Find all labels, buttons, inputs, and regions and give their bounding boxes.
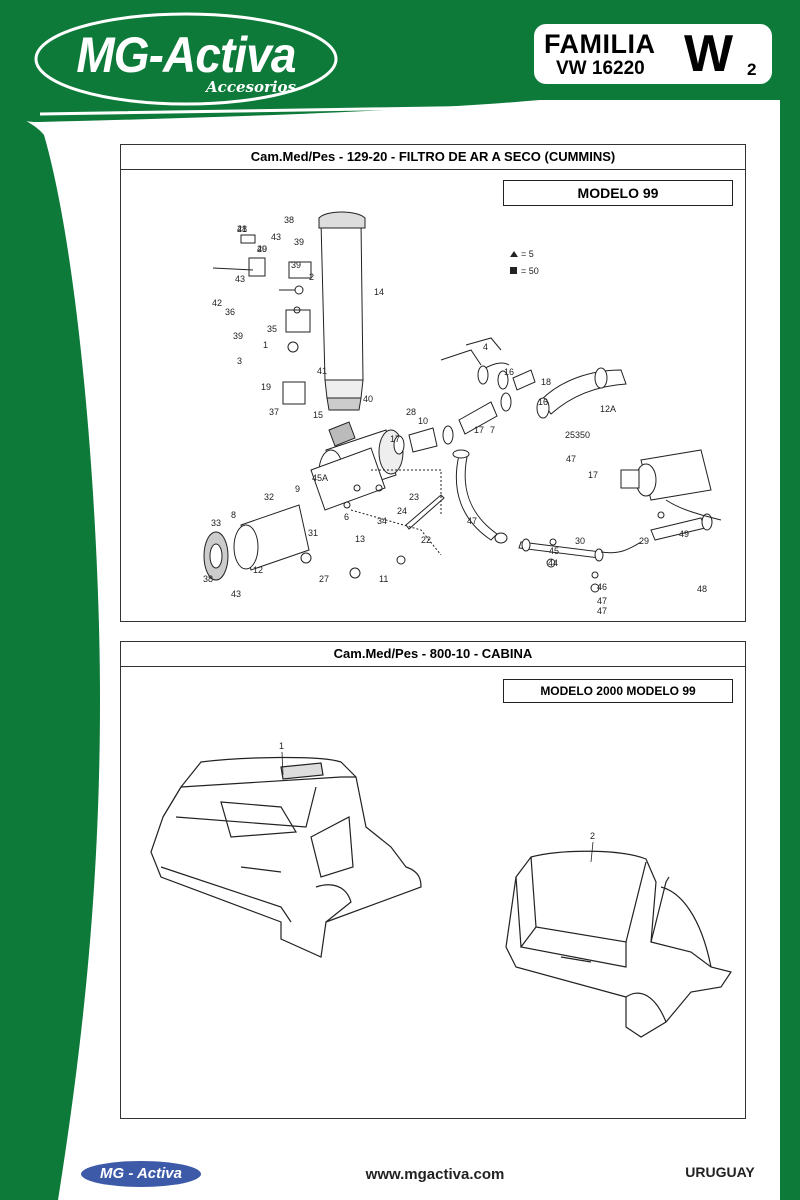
- panel-cabina: Cam.Med/Pes - 800-10 - CABINA MODELO 200…: [120, 641, 746, 1119]
- part-label-1: 1: [279, 741, 284, 751]
- brand-logo[interactable]: MG-Activa Accesorios: [34, 12, 338, 106]
- leader-line-2: [590, 841, 594, 863]
- part-number-label: 41: [317, 366, 327, 376]
- part-number-label: 46: [597, 582, 607, 592]
- part-number-label: 17: [390, 434, 400, 444]
- part-number-label: 11: [379, 574, 388, 584]
- part-number-label: 49: [257, 244, 267, 254]
- part-number-label: 43: [271, 232, 281, 242]
- part-number-label: 13: [355, 534, 365, 544]
- legend-triangle: = 5: [521, 249, 534, 259]
- part-number-label: 12A: [600, 404, 616, 414]
- footer-logo[interactable]: MG - Activa: [80, 1160, 202, 1188]
- family-letter: W: [684, 25, 734, 83]
- part-number-label: 3: [237, 356, 242, 366]
- part-number-label: 33: [211, 518, 221, 528]
- part-number-label: 8: [231, 510, 236, 520]
- logo-ellipse: [34, 12, 338, 106]
- part-number-label: 47: [597, 606, 607, 616]
- part-number-label: 42: [212, 298, 222, 308]
- family-box: FAMILIA VW 16220 W 2: [534, 24, 772, 84]
- part-number-label: 40: [363, 394, 373, 404]
- triangle-marker-icon: [510, 251, 518, 257]
- part-number-label: 15: [313, 410, 323, 420]
- part-number-label: 34: [377, 516, 387, 526]
- part-number-label: 44: [548, 558, 558, 568]
- part-number-label: 30: [575, 536, 585, 546]
- footer-website-link[interactable]: www.mgactiva.com: [365, 1166, 505, 1183]
- part-number-label: 24: [397, 506, 407, 516]
- part-number-label: 39: [291, 260, 301, 270]
- part-number-label: 38: [284, 215, 294, 225]
- part-number-label: 47: [597, 596, 607, 606]
- footer-logo-ellipse: [81, 1161, 201, 1187]
- exploded-parts-diagram: 2120433839424339236143539131941403715416…: [203, 211, 722, 616]
- part-number-label: 14: [374, 287, 384, 297]
- part-number-label: 43: [235, 274, 245, 284]
- part-number-label: 16: [538, 397, 548, 407]
- cabin-diagram: 1 2: [150, 741, 732, 1038]
- part-number-label: 39: [233, 331, 243, 341]
- part-number-label: 4: [483, 342, 488, 352]
- part-number-label: 23: [409, 492, 419, 502]
- family-model: VW 16220: [556, 58, 645, 79]
- family-number: 2: [747, 60, 757, 79]
- part-number-label: 16: [504, 367, 514, 377]
- part-number-label: 47: [467, 516, 477, 526]
- part-number-label: 39: [294, 237, 304, 247]
- legend-square: = 50: [521, 266, 539, 276]
- panel-title: Cam.Med/Pes - 129-20 - FILTRO DE AR A SE…: [121, 145, 745, 170]
- part-number-label: 19: [261, 382, 271, 392]
- part-number-label: 25350: [565, 430, 590, 440]
- part-number-label: 48: [697, 584, 707, 594]
- part-number-label: 27: [319, 574, 329, 584]
- part-number-label: 45A: [312, 473, 328, 483]
- panel-air-filter: Cam.Med/Pes - 129-20 - FILTRO DE AR A SE…: [120, 144, 746, 622]
- part-number-label: 6: [344, 512, 349, 522]
- part-number-label: 1: [263, 340, 268, 350]
- part-number-label: 36: [225, 307, 235, 317]
- part-number-label: 47: [566, 454, 576, 464]
- part-number-label: 17: [588, 470, 598, 480]
- cab-model-2000: [150, 756, 422, 958]
- part-number-label: 45: [549, 546, 559, 556]
- leader-line-1: [281, 751, 284, 776]
- part-number-label: 2: [309, 272, 314, 282]
- part-label-2: 2: [590, 831, 595, 841]
- part-number-label: 10: [418, 416, 428, 426]
- part-number-label: 48: [237, 224, 247, 234]
- model-badge: MODELO 99: [503, 180, 733, 206]
- part-number-label: 37: [269, 407, 279, 417]
- footer-country: URUGUAY: [685, 1164, 755, 1180]
- square-marker-icon: [510, 267, 517, 274]
- family-title: FAMILIA: [544, 29, 656, 59]
- part-number-label: 9: [295, 484, 300, 494]
- part-number-label: 7: [490, 425, 495, 435]
- part-number-label: 20: [257, 244, 267, 254]
- part-number-label: 38: [203, 574, 213, 584]
- part-number-label: 28: [406, 407, 416, 417]
- cab-model-99: [505, 850, 732, 1038]
- part-number-label: 18: [541, 377, 551, 387]
- panel-title: Cam.Med/Pes - 800-10 - CABINA: [121, 642, 745, 667]
- model-badge: MODELO 2000 MODELO 99: [503, 679, 733, 703]
- part-number-label: 12: [253, 565, 263, 575]
- logo-subtitle: Accesorios: [206, 78, 296, 96]
- part-number-label: 43: [231, 589, 241, 599]
- part-number-label: 49: [679, 529, 689, 539]
- part-number-label: 35: [267, 324, 277, 334]
- part-number-label: 31: [308, 528, 318, 538]
- part-number-label: 29: [639, 536, 649, 546]
- part-number-label: 22: [421, 535, 431, 545]
- part-number-label: 32: [264, 492, 274, 502]
- part-number-label: 21: [237, 224, 247, 234]
- part-number-label: 17: [474, 425, 484, 435]
- logo-text: MG-Activa: [76, 27, 296, 83]
- footer-logo-text: MG - Activa: [100, 1165, 182, 1182]
